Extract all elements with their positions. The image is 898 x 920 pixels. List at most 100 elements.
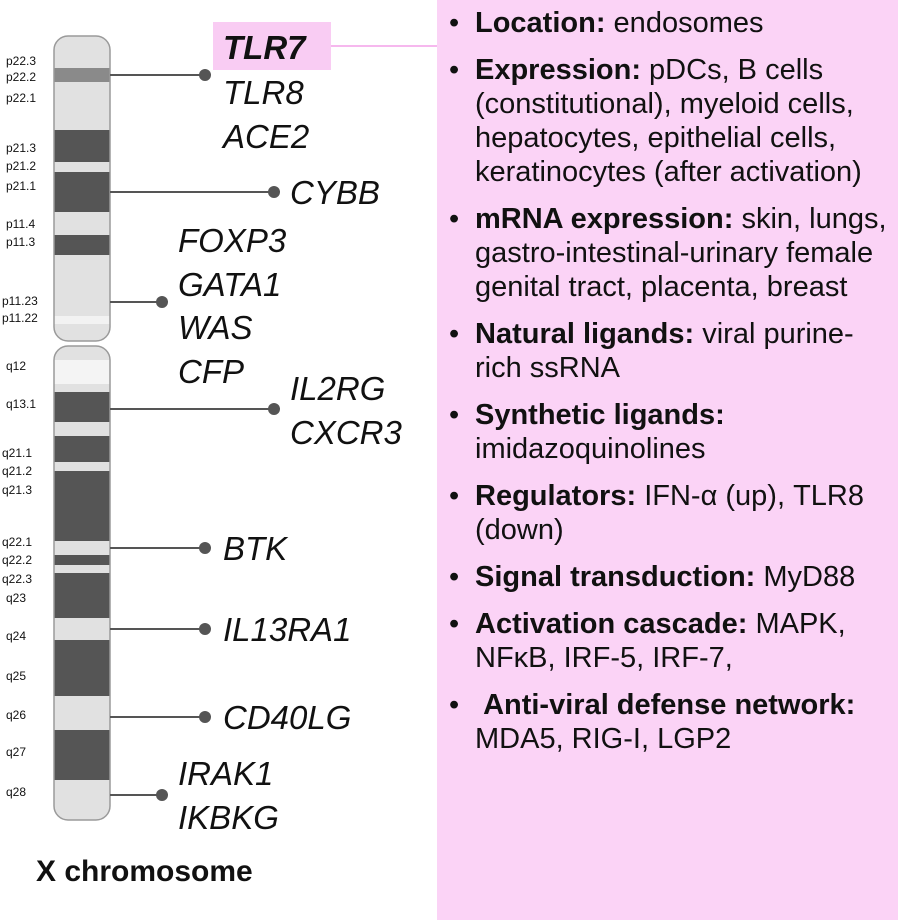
info-natural-ligands: • Natural ligands: viral purine-rich ssRN…	[437, 317, 898, 385]
dot-il2rg	[268, 403, 280, 415]
dot-il13ra1	[199, 623, 211, 635]
band-label: p11.3	[6, 235, 36, 249]
info-text: MyD88	[755, 561, 856, 593]
info-text: IFN-α (up), TLR8 (down)	[475, 480, 864, 546]
dot-foxp3	[156, 296, 168, 308]
dot-cd40lg	[199, 711, 211, 723]
info-location: • Location: endosomes	[437, 6, 898, 40]
band-label: q26	[6, 708, 27, 722]
band-label: q25	[6, 669, 27, 683]
band-label: q21.1	[2, 446, 33, 460]
info-text: pDCs, B cells (constitutional), myeloid …	[475, 54, 862, 188]
band-p21-3	[54, 130, 110, 162]
info-text: viral purine-rich ssRNA	[475, 318, 854, 384]
gene-label-ace2: ACE2	[223, 118, 310, 155]
band-label: q28	[6, 785, 27, 799]
gene-label-irak1: IRAK1	[178, 755, 274, 792]
band-label: p22.3	[6, 54, 37, 68]
band-q21-2	[54, 462, 110, 471]
band-q22-2	[54, 555, 110, 565]
info-signal-transduction: • Signal transduction: MyD88	[437, 560, 898, 594]
info-term: Anti-viral defense network:	[475, 689, 856, 721]
info-term: mRNA expression:	[475, 203, 734, 235]
band-label: p21.1	[6, 179, 37, 193]
band-q12	[54, 360, 110, 384]
band-q13-1	[54, 392, 110, 422]
bullet: •	[449, 203, 460, 235]
band-label: q12	[6, 359, 27, 373]
q-arm-outline	[53, 345, 111, 821]
info-text: skin, lungs, gastro-intestinal-urinary f…	[475, 203, 887, 303]
band-label: p11.22	[2, 311, 38, 325]
gene-label-cxcr3: CXCR3	[290, 413, 402, 451]
info-text: MAPK, NFκB, IRF-5, IRF-7,	[475, 608, 846, 674]
info-text: MDA5, RIG-I, LGP2	[475, 723, 732, 755]
info-term: Synthetic ligands:	[475, 399, 725, 431]
gene-group-il2rg: IL2RG CXCR3	[290, 367, 402, 454]
gene-label-foxp3: FOXP3	[178, 222, 287, 259]
info-text: endosomes	[605, 7, 764, 39]
info-term: Activation cascade:	[475, 608, 748, 640]
band-q22-3	[54, 573, 110, 618]
band-label: p21.2	[6, 159, 37, 173]
chromosome-p-arm	[54, 36, 110, 341]
band-p11-3	[54, 235, 110, 255]
band-label: q13.1	[6, 397, 37, 411]
gene-label-was: WAS	[178, 309, 253, 346]
info-antiviral-network: • Anti-viral defense network: MDA5, RIG-…	[437, 688, 898, 756]
info-activation-cascade: • Activation cascade: MAPK, NFκB, IRF-5, …	[437, 607, 898, 675]
bullet: •	[449, 7, 460, 39]
gene-label-il2rg: IL2RG	[290, 370, 386, 407]
gene-label-cybb: CYBB	[290, 174, 380, 211]
bullet: •	[449, 561, 460, 593]
chromosome-title: X chromosome	[36, 855, 253, 888]
chromosome-q-arm	[54, 346, 110, 820]
dot-irak1	[156, 789, 168, 801]
info-term: Expression:	[475, 54, 641, 86]
info-term: Signal transduction:	[475, 561, 756, 593]
band-p21-1	[54, 172, 110, 212]
gene-group-foxp3: FOXP3 GATA1 WAS CFP	[178, 219, 286, 393]
band-label: q23	[6, 591, 27, 605]
gene-label-cfp: CFP	[178, 352, 244, 390]
bullet: •	[449, 480, 460, 512]
info-text: imidazoquinolines	[475, 433, 706, 465]
band-q27	[54, 730, 110, 780]
band-p22-2	[54, 68, 110, 82]
info-synthetic-ligands: • Synthetic ligands: imidazoquinolines	[437, 398, 898, 466]
info-term: Regulators:	[475, 480, 637, 512]
band-label: q27	[6, 745, 27, 759]
bullet: •	[449, 54, 460, 86]
info-expression: • Expression: pDCs, B cells (constitution…	[437, 53, 898, 189]
info-term: Natural ligands:	[475, 318, 695, 350]
bullet: •	[449, 399, 460, 431]
gene-group-irak1: IRAK1 IKBKG	[178, 752, 279, 839]
p-arm-outline	[53, 35, 111, 342]
band-label: q21.2	[2, 464, 33, 478]
band-label: p11.23	[2, 294, 38, 308]
bullet: •	[449, 689, 460, 721]
band-p11-22	[54, 316, 110, 324]
band-label: q22.1	[2, 535, 33, 549]
band-label: q24	[6, 629, 27, 643]
gene-label-btk: BTK	[223, 530, 288, 567]
bullet: •	[449, 608, 460, 640]
tlr7-info-panel: • Location: endosomes • Expression: pDCs, …	[437, 0, 898, 920]
bullet: •	[449, 318, 460, 350]
band-q25	[54, 640, 110, 696]
band-label: p11.4	[6, 217, 36, 231]
dot-btk	[199, 542, 211, 554]
gene-label-tlr7: TLR7	[223, 29, 306, 66]
band-label: q21.3	[2, 483, 33, 497]
gene-label-ikbkg: IKBKG	[178, 798, 279, 836]
band-label: p22.2	[6, 70, 37, 84]
band-q21	[54, 436, 110, 541]
dot-tlr7	[199, 69, 211, 81]
band-label: p22.1	[6, 91, 37, 105]
info-term: Location:	[475, 7, 606, 39]
tlr7-highlight-box	[213, 22, 331, 70]
gene-label-gata1: GATA1	[178, 265, 282, 303]
band-label: q22.2	[2, 553, 33, 567]
info-regulators: • Regulators: IFN-α (up), TLR8 (down)	[437, 479, 898, 547]
